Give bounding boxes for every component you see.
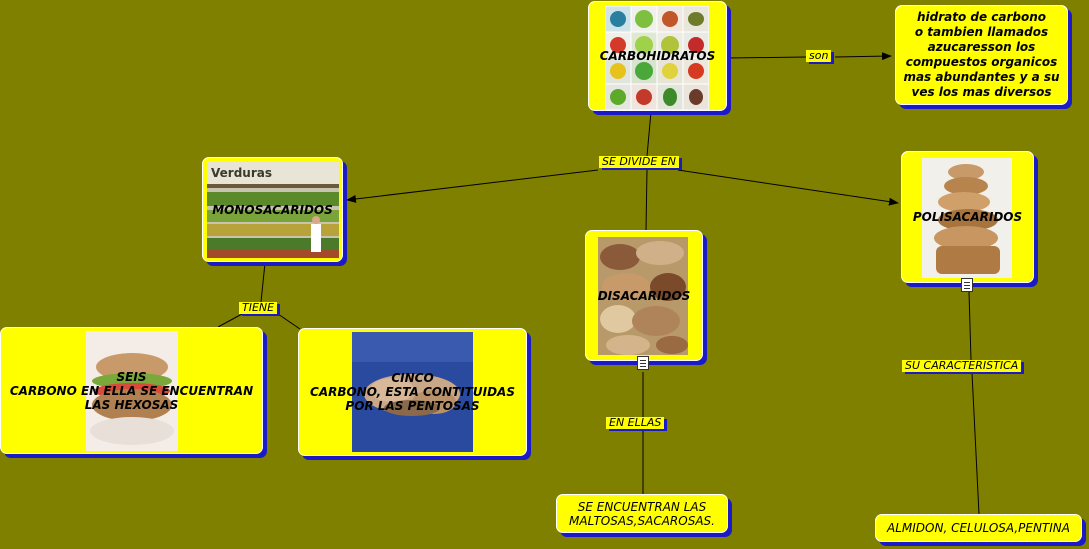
node-disacaridos[interactable]: DISACARIDOS [585, 230, 703, 361]
node-maltosas[interactable]: SE ENCUENTRAN LAS MALTOSAS,SACAROSAS. [556, 494, 728, 533]
node-almidon[interactable]: ALMIDON, CELULOSA,PENTINA [875, 514, 1082, 542]
node-seis-label: SEIS CARBONO EN ELLA SE ENCUENTRAN LAS H… [9, 369, 254, 412]
vegetable-market-image: Verduras [207, 162, 339, 258]
edge-carbohidratos-divide [646, 111, 652, 157]
link-su-caracteristica[interactable]: SU CARACTERISTICA [902, 360, 1022, 372]
node-carbohidratos-label: CARBOHIDRATOS [599, 49, 716, 63]
document-icon[interactable] [961, 278, 973, 292]
edge-mono-tiene [260, 262, 266, 303]
node-carbohidratos[interactable]: CARBOHIDRATOS [588, 1, 727, 111]
node-cinco[interactable]: CINCO CARBONO, ESTA CONTITUIDAS POR LAS … [298, 328, 527, 456]
node-monosacaridos-label: MONOSACARIDOS [212, 202, 333, 217]
document-icon[interactable] [637, 356, 649, 370]
verduras-sign-text: Verduras [211, 166, 272, 180]
node-seis[interactable]: SEIS CARBONO EN ELLA SE ENCUENTRAN LAS H… [0, 327, 263, 454]
node-cinco-label: CINCO CARBONO, ESTA CONTITUIDAS POR LAS … [310, 371, 515, 413]
edge-carbohidratos-son [727, 56, 807, 59]
bread-rolls-image [598, 237, 688, 355]
edge-caract-almidon [971, 372, 980, 515]
link-son[interactable]: son [806, 50, 832, 62]
node-monosacaridos[interactable]: Verduras MONOSACARIDOS [202, 157, 343, 262]
node-polisacaridos[interactable]: POLISACARIDOS [901, 151, 1034, 283]
edge-divide-mono [346, 169, 599, 203]
edge-divide-di [645, 169, 648, 231]
node-disacaridos-label: DISACARIDOS [597, 288, 691, 303]
bagel-stack-image [922, 158, 1012, 278]
edge-tiene-cinco [277, 313, 301, 330]
node-maltosas-text: SE ENCUENTRAN LAS MALTOSAS,SACAROSAS. [569, 499, 715, 528]
link-en-ellas[interactable]: EN ELLAS [606, 417, 665, 429]
edge-divide-poli [677, 169, 899, 206]
link-tiene[interactable]: TIENE [239, 302, 278, 314]
edge-poli-caract [968, 291, 972, 361]
sandwich-image [86, 331, 178, 451]
link-se-divide-en[interactable]: SE DIVIDE EN [599, 156, 680, 168]
node-almidon-text: ALMIDON, CELULOSA,PENTINA [887, 521, 1070, 535]
edge-son-definicion [834, 52, 892, 61]
edge-tiene-seis [217, 313, 243, 328]
node-definicion-text: hidrato de carbono o tambien llamados az… [903, 10, 1060, 99]
hands-bread-image [352, 332, 473, 452]
node-polisacaridos-label: POLISACARIDOS [912, 210, 1023, 224]
node-definicion[interactable]: hidrato de carbono o tambien llamados az… [895, 5, 1068, 105]
fruit-grid-image [605, 6, 709, 110]
